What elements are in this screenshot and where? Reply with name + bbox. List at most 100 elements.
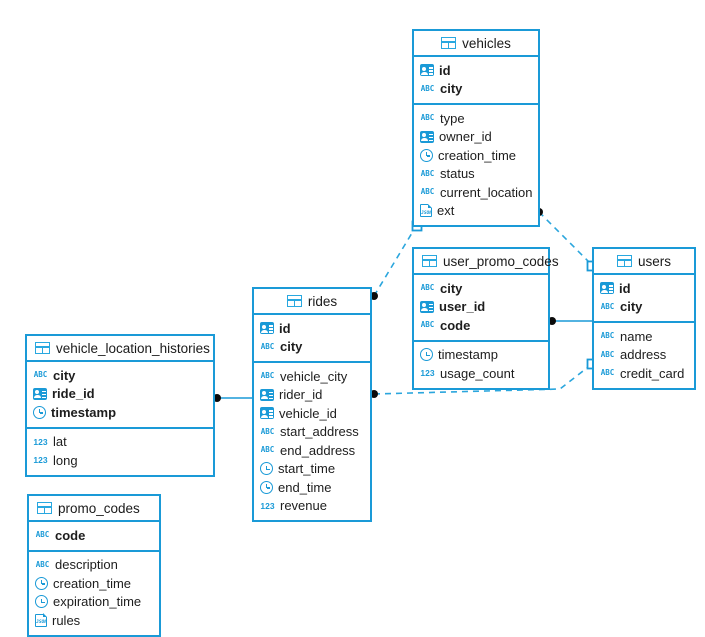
- 123-number-icon: 123: [260, 500, 275, 511]
- field-name: revenue: [280, 498, 327, 514]
- id-card-icon: [420, 64, 434, 77]
- field-name: rules: [52, 612, 81, 628]
- field-name: name: [620, 328, 653, 344]
- field-name: expiration_time: [53, 594, 142, 610]
- id-card-icon: [420, 130, 434, 143]
- id-card-icon: [420, 300, 434, 313]
- relationship-rel-vlh-rides[interactable]: [213, 394, 252, 402]
- relationship-line: [373, 227, 416, 297]
- clock-icon: [420, 348, 433, 362]
- entity-title-promo_codes[interactable]: promo_codes: [29, 496, 159, 522]
- relationship-rel-upc-users[interactable]: [548, 317, 592, 325]
- entity-title-text: vehicle_location_histories: [56, 340, 210, 356]
- clock-icon: [35, 595, 48, 609]
- field-rides-end_time[interactable]: end_time: [254, 478, 370, 497]
- field-name: timestamp: [51, 404, 117, 420]
- field-name: city: [620, 299, 643, 315]
- abc-string-icon: ABC: [420, 113, 435, 123]
- field-name: status: [440, 166, 475, 182]
- field-user_promo_codes-timestamp[interactable]: timestamp: [414, 346, 548, 365]
- field-rides-revenue[interactable]: 123 revenue: [254, 497, 370, 516]
- primary-key-field-vehicle_location_histories-ride_id[interactable]: ride_id: [27, 385, 213, 404]
- entity-title-rides[interactable]: rides: [254, 289, 370, 315]
- primary-key-field-vehicles-id[interactable]: id: [414, 61, 538, 80]
- field-name: ride_id: [52, 386, 95, 402]
- field-rides-vehicle_id[interactable]: vehicle_id: [254, 404, 370, 423]
- field-promo_codes-expiration_time[interactable]: expiration_time: [29, 593, 159, 612]
- field-name: credit_card: [620, 365, 685, 381]
- field-name: usage_count: [440, 365, 515, 381]
- entity-title-text: promo_codes: [58, 500, 140, 516]
- table-grid-icon: [286, 295, 302, 307]
- entity-title-vehicle_location_histories[interactable]: vehicle_location_histories: [27, 336, 213, 362]
- clock-icon: [260, 480, 273, 494]
- field-promo_codes-description[interactable]: ABC description: [29, 556, 159, 575]
- field-rides-rider_id[interactable]: rider_id: [254, 386, 370, 405]
- field-name: vehicle_city: [280, 368, 348, 384]
- entity-title-vehicles[interactable]: vehicles: [414, 31, 538, 57]
- field-rides-start_time[interactable]: start_time: [254, 460, 370, 479]
- field-vehicles-creation_time[interactable]: creation_time: [414, 146, 538, 165]
- field-vehicles-owner_id[interactable]: owner_id: [414, 128, 538, 147]
- field-name: timestamp: [438, 347, 498, 363]
- entity-title-user_promo_codes[interactable]: user_promo_codes: [414, 249, 559, 275]
- abc-string-icon: ABC: [35, 559, 50, 569]
- primary-key-field-vehicles-city[interactable]: ABC city: [414, 80, 538, 99]
- field-name: creation_time: [438, 147, 517, 163]
- abc-string-icon: ABC: [420, 320, 435, 330]
- abc-string-icon: ABC: [420, 283, 435, 293]
- abc-string-icon: ABC: [260, 341, 275, 351]
- primary-key-field-users-id[interactable]: id: [594, 279, 694, 298]
- table-grid-icon: [35, 342, 50, 354]
- entity-title-users[interactable]: users: [594, 249, 694, 275]
- field-promo_codes-creation_time[interactable]: creation_time: [29, 574, 159, 593]
- field-name: vehicle_id: [279, 405, 337, 421]
- abc-string-icon: ABC: [260, 445, 275, 455]
- primary-key-field-vehicle_location_histories-timestamp[interactable]: timestamp: [27, 403, 213, 422]
- primary-key-field-user_promo_codes-user_id[interactable]: user_id: [414, 298, 548, 317]
- primary-key-field-rides-id[interactable]: id: [254, 319, 370, 338]
- table-grid-icon: [616, 255, 632, 267]
- abc-string-icon: ABC: [420, 83, 435, 93]
- field-name: description: [55, 557, 118, 573]
- field-name: city: [440, 81, 463, 97]
- 123-number-icon: 123: [33, 436, 48, 447]
- abc-string-icon: ABC: [600, 349, 615, 359]
- field-name: id: [279, 320, 291, 336]
- abc-string-icon: ABC: [260, 426, 275, 436]
- entity-title-text: rides: [307, 293, 338, 309]
- table-grid-icon: [37, 502, 52, 514]
